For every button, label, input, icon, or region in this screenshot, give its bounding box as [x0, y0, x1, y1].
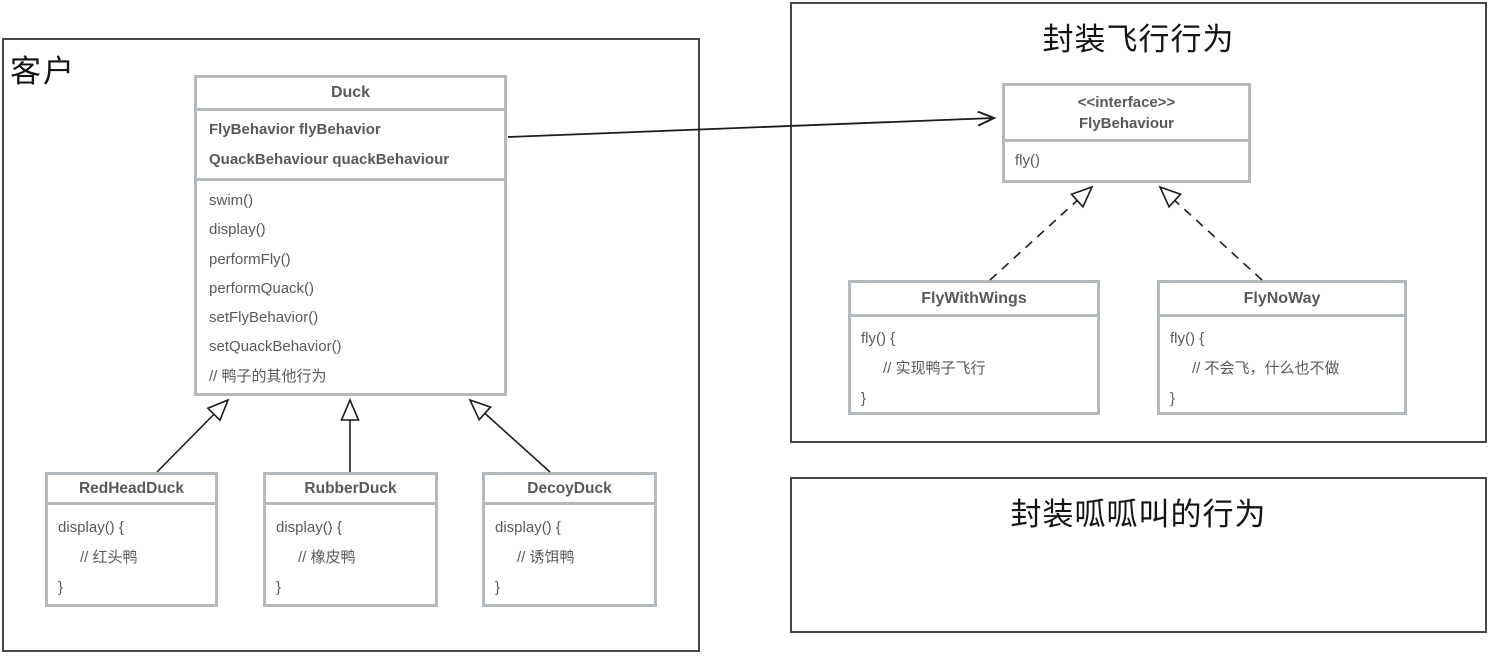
duck-class: Duck FlyBehavior flyBehavior QuackBehavi… [194, 75, 507, 396]
redheadduck-class: RedHeadDuck display() { // 红头鸭 } [45, 472, 218, 607]
duck-class-title: Duck [197, 78, 504, 111]
code-comment: // 红头鸭 [80, 549, 138, 566]
duck-attribute: FlyBehavior flyBehavior [209, 121, 381, 138]
rubberduck-class-body: display() { // 橡皮鸭 } [266, 505, 435, 611]
rubberduck-class-title: RubberDuck [266, 475, 435, 505]
flywithwings-class-title: FlyWithWings [851, 283, 1097, 317]
flywithwings-class-body: fly() { // 实现鸭子飞行 } [851, 317, 1097, 421]
client-container-label: 客户 [10, 54, 76, 89]
duck-method: display() [209, 221, 266, 239]
interface-method: fly() [1015, 152, 1040, 169]
flywithwings-class: FlyWithWings fly() { // 实现鸭子飞行 } [848, 280, 1100, 415]
decoyduck-class: DecoyDuck display() { // 诱饵鸭 } [482, 472, 657, 607]
code-line: } [276, 579, 282, 596]
code-comment: // 不会飞，什么也不做 [1192, 360, 1340, 377]
code-comment: // 实现鸭子飞行 [883, 360, 986, 377]
code-comment: // 橡皮鸭 [298, 549, 356, 566]
code-line: } [58, 579, 64, 596]
duck-comment: // 鸭子的其他行为 [209, 367, 327, 385]
redheadduck-class-title: RedHeadDuck [48, 475, 215, 505]
flynoway-class-body: fly() { // 不会飞，什么也不做 } [1160, 317, 1404, 421]
code-comment: // 诱饵鸭 [517, 549, 575, 566]
code-line: display() { [276, 519, 342, 536]
code-line: fly() { [861, 330, 896, 347]
code-line: display() { [58, 519, 124, 536]
interface-name: FlyBehaviour [1078, 114, 1175, 132]
flybehaviour-interface-class: <<interface>> FlyBehaviour fly() [1002, 83, 1251, 183]
code-line: } [861, 390, 867, 407]
quack-behavior-container-title: 封装呱呱叫的行为 [1010, 497, 1267, 532]
code-line: fly() { [1170, 330, 1205, 347]
interface-stereotype: <<interface>> [1077, 93, 1176, 111]
duck-method: setQuackBehavior() [209, 338, 342, 356]
duck-class-attributes: FlyBehavior flyBehavior QuackBehaviour q… [197, 111, 504, 181]
fly-behavior-container-title: 封装飞行行为 [1042, 22, 1235, 57]
redheadduck-class-body: display() { // 红头鸭 } [48, 505, 215, 611]
decoyduck-class-title: DecoyDuck [485, 475, 654, 505]
code-line: display() { [495, 519, 561, 536]
duck-attribute: QuackBehaviour quackBehaviour [209, 151, 450, 168]
duck-method: performQuack() [209, 279, 315, 297]
flynoway-class-title: FlyNoWay [1160, 283, 1404, 317]
decoyduck-class-body: display() { // 诱饵鸭 } [485, 505, 654, 611]
duck-method: setFlyBehavior() [209, 309, 319, 327]
duck-class-methods: swim() display() performFly() performQua… [197, 181, 504, 396]
flynoway-class: FlyNoWay fly() { // 不会飞，什么也不做 } [1157, 280, 1407, 415]
rubberduck-class: RubberDuck display() { // 橡皮鸭 } [263, 472, 438, 607]
duck-method: swim() [209, 192, 254, 209]
duck-method: performFly() [209, 250, 291, 268]
code-line: } [1170, 390, 1176, 407]
flybehaviour-interface-title: <<interface>> FlyBehaviour [1005, 86, 1248, 142]
code-line: } [495, 579, 501, 596]
flybehaviour-interface-body: fly() [1005, 142, 1248, 180]
quack-behavior-container: 封装呱呱叫的行为 [790, 477, 1487, 633]
